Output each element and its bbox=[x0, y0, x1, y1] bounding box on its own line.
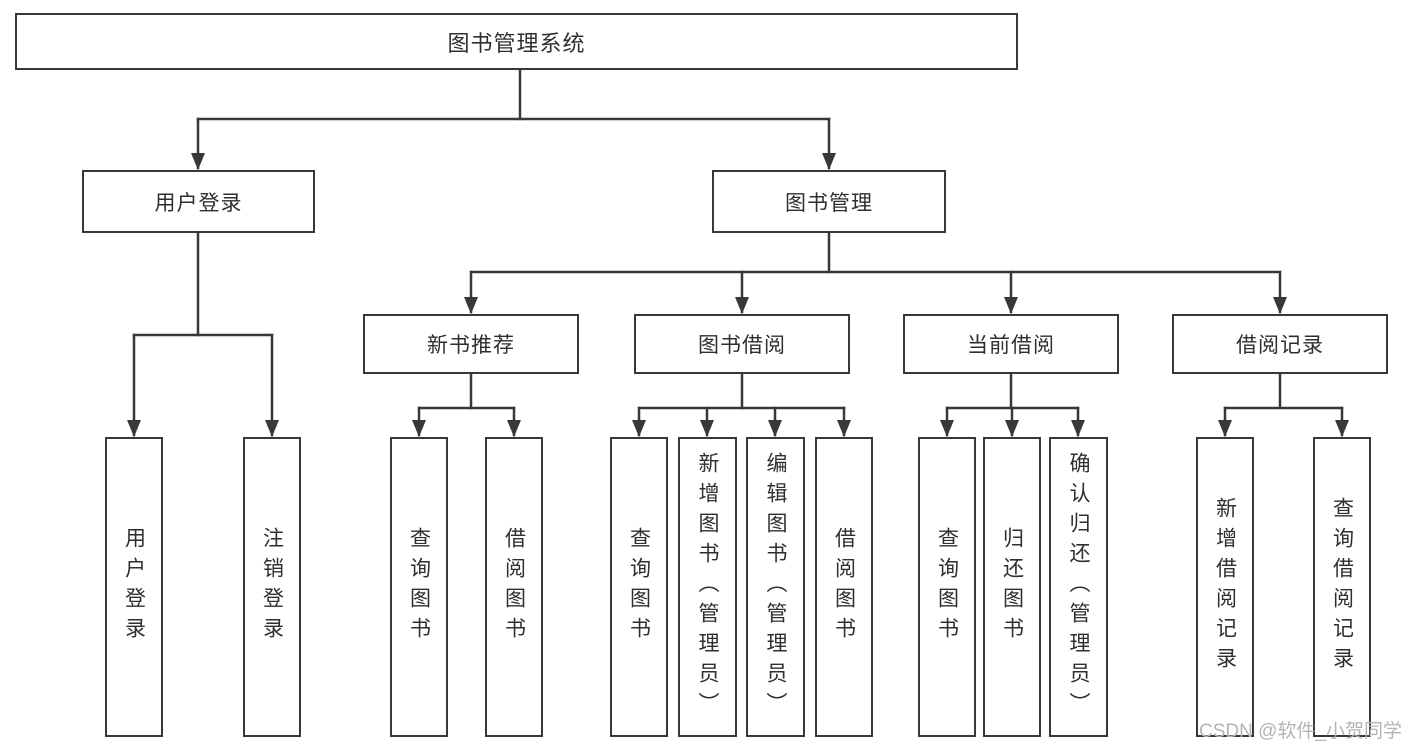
leaf-query-books-current: 查询图书 bbox=[918, 437, 976, 737]
leaf-user-login: 用户登录 bbox=[105, 437, 163, 737]
node-book-management: 图书管理 bbox=[712, 170, 946, 233]
node-new-book-recommend-label: 新书推荐 bbox=[427, 334, 515, 357]
leaf-borrow-books-label: 借阅图书 bbox=[832, 527, 856, 647]
leaf-add-borrow-record-label: 新增借阅记录 bbox=[1213, 497, 1237, 677]
node-borrow-records-label: 借阅记录 bbox=[1236, 334, 1324, 357]
node-book-management-label: 图书管理 bbox=[785, 191, 873, 215]
leaf-edit-books-admin-label: 编辑图书（管理员） bbox=[764, 452, 787, 722]
node-library-system: 图书管理系统 bbox=[15, 13, 1018, 70]
leaf-query-books-current-label: 查询图书 bbox=[935, 527, 959, 647]
leaf-query-books-borrow: 查询图书 bbox=[610, 437, 668, 737]
node-library-system-label: 图书管理系统 bbox=[447, 30, 586, 56]
leaf-edit-books-admin: 编辑图书（管理员） bbox=[746, 437, 805, 737]
leaf-user-login-label: 用户登录 bbox=[122, 527, 146, 647]
node-book-borrow-label: 图书借阅 bbox=[698, 334, 786, 357]
leaf-borrow-books: 借阅图书 bbox=[815, 437, 873, 737]
leaf-add-books-admin: 新增图书（管理员） bbox=[678, 437, 737, 737]
leaf-borrow-books-recommend: 借阅图书 bbox=[485, 437, 543, 737]
leaf-borrow-books-recommend-label: 借阅图书 bbox=[502, 527, 526, 647]
leaf-logout-label: 注销登录 bbox=[260, 527, 284, 647]
leaf-return-books: 归还图书 bbox=[983, 437, 1041, 737]
leaf-confirm-return-admin: 确认归还（管理员） bbox=[1049, 437, 1108, 737]
leaf-query-borrow-record: 查询借阅记录 bbox=[1313, 437, 1371, 737]
node-borrow-records: 借阅记录 bbox=[1172, 314, 1388, 374]
leaf-confirm-return-admin-label: 确认归还（管理员） bbox=[1067, 452, 1090, 722]
node-user-login-label: 用户登录 bbox=[154, 191, 243, 215]
csdn-watermark: CSDN @软件_小贺同学 bbox=[1199, 721, 1402, 742]
leaf-add-borrow-record: 新增借阅记录 bbox=[1196, 437, 1254, 737]
leaf-return-books-label: 归还图书 bbox=[1000, 527, 1024, 647]
node-new-book-recommend: 新书推荐 bbox=[363, 314, 579, 374]
leaf-query-books-recommend-label: 查询图书 bbox=[407, 527, 431, 647]
node-book-borrow: 图书借阅 bbox=[634, 314, 850, 374]
leaf-logout: 注销登录 bbox=[243, 437, 301, 737]
leaf-query-books-borrow-label: 查询图书 bbox=[627, 527, 651, 647]
node-user-login: 用户登录 bbox=[82, 170, 315, 233]
node-current-borrow-label: 当前借阅 bbox=[967, 334, 1055, 357]
leaf-query-borrow-record-label: 查询借阅记录 bbox=[1330, 497, 1354, 677]
node-current-borrow: 当前借阅 bbox=[903, 314, 1119, 374]
leaf-query-books-recommend: 查询图书 bbox=[390, 437, 448, 737]
leaf-add-books-admin-label: 新增图书（管理员） bbox=[696, 452, 719, 722]
